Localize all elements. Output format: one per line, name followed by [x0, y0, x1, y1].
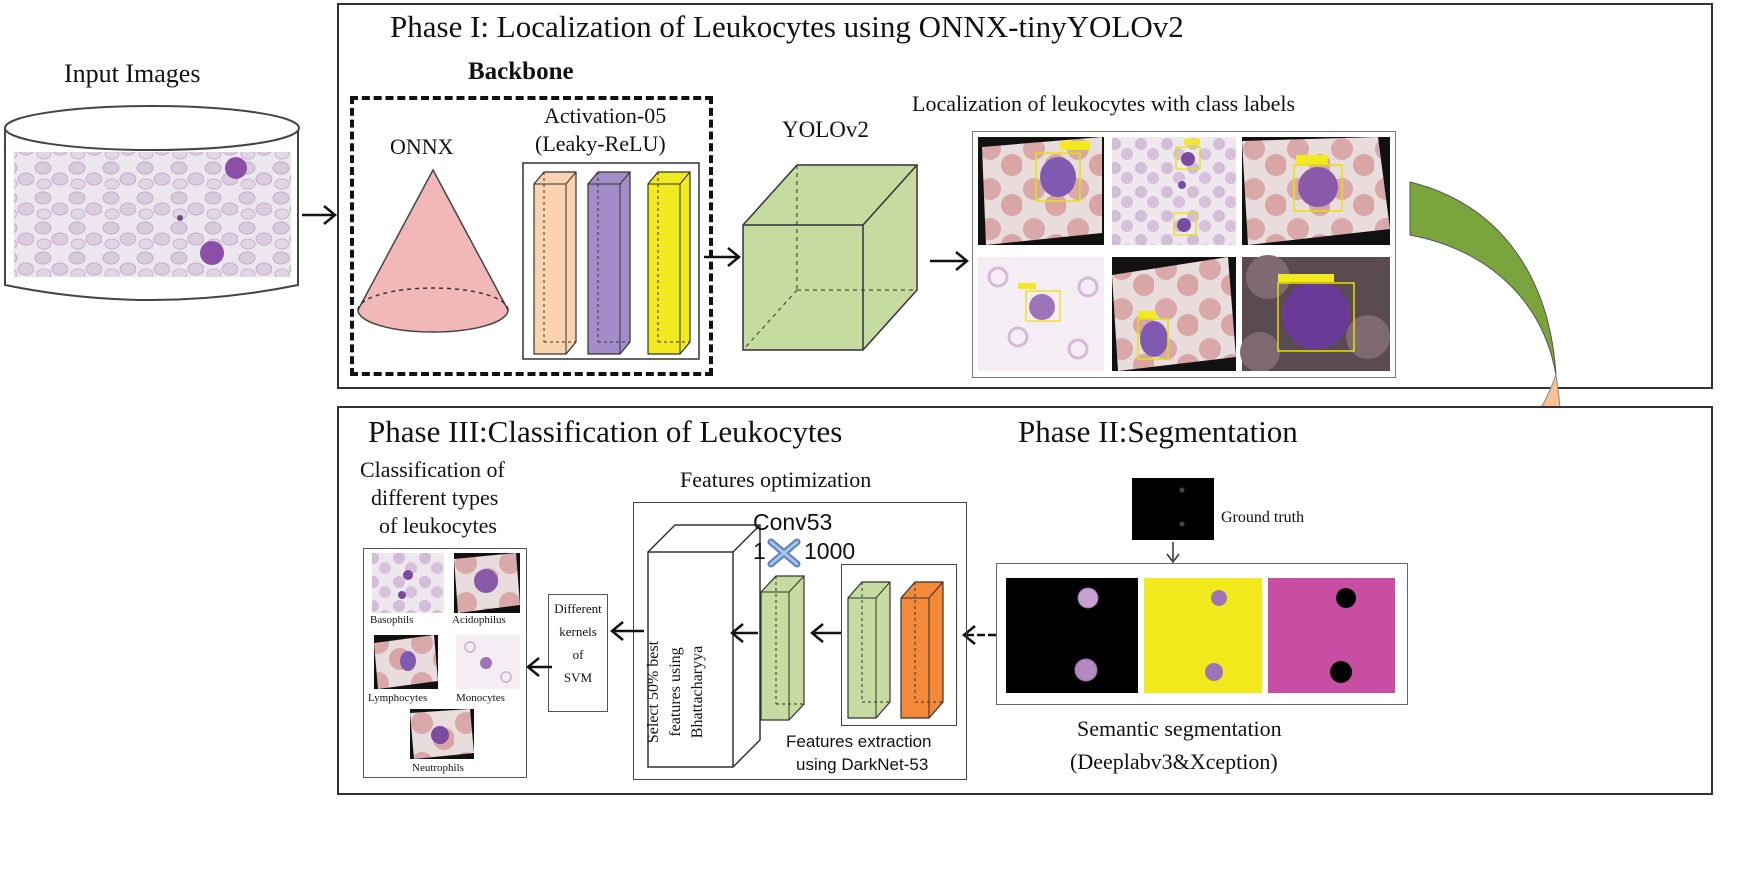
- result-image-1: [978, 137, 1104, 245]
- classification-label-2: different types: [371, 485, 499, 510]
- localization-image-grid: [978, 137, 1390, 371]
- onnx-cone: [357, 168, 509, 333]
- input-images-cylinder: [4, 105, 300, 301]
- leukocyte-cell: [225, 157, 247, 179]
- svm-label-4: SVM: [563, 670, 593, 685]
- arrow-seg-to-extraction: [962, 625, 996, 645]
- arrow-select-to-svm: [610, 621, 644, 641]
- seg-image-yellow: [1144, 578, 1262, 693]
- backbone-label: Backbone: [468, 58, 574, 85]
- cell-type-label: Basophils: [370, 614, 414, 626]
- darknet-box: [841, 564, 957, 726]
- darknet-layers: [847, 581, 944, 719]
- conv53-layer: [760, 575, 805, 721]
- lymphocytes-image: [374, 635, 438, 689]
- classification-label-1: Classification of: [360, 457, 505, 482]
- input-images-label: Input Images: [64, 59, 201, 88]
- select-label-3: Bhattacharyya: [689, 645, 706, 739]
- extraction-label-2: using DarkNet-53: [796, 755, 929, 774]
- yellow-layer: [647, 171, 691, 355]
- basophils-image: [372, 553, 444, 613]
- arrow-backbone-to-yolo: [704, 247, 741, 267]
- classification-images: [372, 553, 520, 759]
- result-image-5: [1112, 257, 1236, 371]
- cell-type-label: Monocytes: [456, 692, 505, 704]
- arrow-svm-to-classification: [526, 657, 552, 677]
- dim-right: 1000: [804, 538, 856, 564]
- features-optimization-label: Features optimization: [680, 467, 872, 492]
- activation-label-1: Activation-05: [544, 103, 667, 128]
- result-image-6: [1240, 255, 1390, 371]
- result-image-3: [1242, 137, 1390, 245]
- seg-image-magenta: [1268, 578, 1395, 693]
- multiply-icon: [767, 538, 801, 568]
- arrow-extraction-to-conv: [810, 623, 842, 643]
- phase3-title: Phase III:Classification of Leukocytes: [368, 414, 843, 449]
- select-features-block: [647, 524, 761, 768]
- phase2-title: Phase II:Segmentation: [1018, 414, 1298, 449]
- ground-truth-label: Ground truth: [1221, 509, 1305, 526]
- darknet-orange-layer: [900, 581, 944, 719]
- cell-type-label: Neutrophils: [412, 762, 464, 774]
- arrow-input-to-phase1: [302, 205, 337, 225]
- select-features-text: Select 50% best features using Bhattacha…: [643, 617, 731, 767]
- phase1-title: Phase I: Localization of Leukocytes usin…: [390, 9, 1184, 44]
- onnx-label: ONNX: [390, 134, 454, 159]
- semantic-label-1: Semantic segmentation: [1077, 716, 1282, 741]
- yolo-cube: [742, 164, 918, 351]
- peach-layer: [533, 171, 577, 355]
- purple-layer: [587, 171, 631, 355]
- select-label-2: features using: [667, 647, 684, 737]
- svm-label-1: Different: [554, 601, 602, 616]
- monocytes-image: [456, 635, 520, 689]
- localization-label: Localization of leukocytes with class la…: [912, 91, 1296, 116]
- acidophilus-image: [454, 553, 520, 613]
- darknet-green-layer: [847, 581, 891, 719]
- leukocyte-cell: [200, 241, 224, 265]
- extraction-label-1: Features extraction: [786, 732, 932, 751]
- neutrophils-image: [410, 709, 474, 759]
- yolo-label: YOLOv2: [782, 117, 869, 142]
- result-image-2: [1112, 137, 1236, 245]
- backbone-box: [350, 96, 713, 376]
- seg-image-black: [1006, 578, 1138, 693]
- activation-label-2: (Leaky-ReLU): [535, 131, 666, 156]
- activation-layers: [522, 162, 700, 360]
- features-optimization-box: [633, 502, 967, 780]
- arrow-yolo-to-results: [930, 251, 969, 271]
- cell-type-label: Acidophilus: [452, 614, 506, 626]
- arrow-conv-to-select: [730, 623, 758, 643]
- result-image-4: [978, 257, 1104, 371]
- cell-type-label: Lymphocytes: [368, 692, 428, 704]
- conv53-label: Conv53: [753, 509, 833, 535]
- classification-label-3: of leukocytes: [379, 513, 497, 538]
- svm-label-3: of: [572, 647, 584, 662]
- svm-box: [548, 594, 608, 712]
- ground-truth-image: [1132, 478, 1214, 564]
- segmentation-images: [1006, 578, 1395, 693]
- svm-label-2: kernels: [559, 624, 597, 639]
- semantic-label-2: (Deeplabv3&Xception): [1070, 749, 1278, 774]
- dim-left: 1: [753, 538, 766, 564]
